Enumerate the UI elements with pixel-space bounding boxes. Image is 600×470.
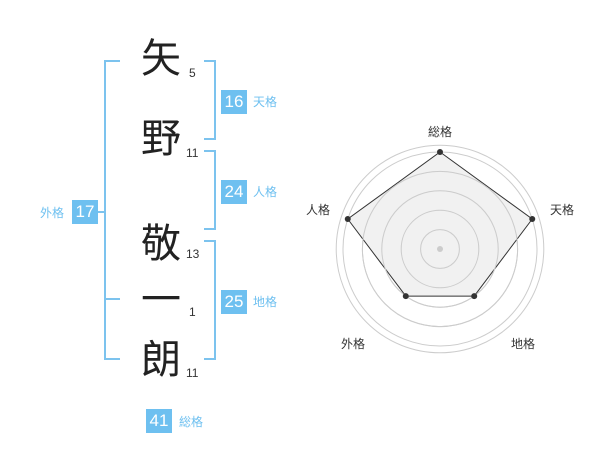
- name-char-3: 敬: [141, 221, 181, 267]
- tenkaku-label: 天格: [253, 95, 278, 109]
- radar-axis-label-jinkaku: 人格: [306, 203, 331, 217]
- radar-grid-circle-inner: [400, 209, 480, 289]
- gaikaku-connector: [96, 211, 106, 213]
- chikaku-bracket-top: [204, 240, 216, 242]
- jinkaku-label: 人格: [253, 185, 278, 199]
- radar-data-polygon: [347, 151, 533, 297]
- tenkaku-value: 16: [221, 90, 247, 114]
- stroke-count-5: 11: [186, 366, 199, 380]
- stroke-count-3: 13: [186, 247, 200, 261]
- gaikaku-bracket-mid: [104, 298, 120, 300]
- jinkaku-bracket-bottom: [204, 228, 216, 230]
- radar-grid-circle-inner: [361, 170, 519, 328]
- radar-grid-circle: [335, 144, 545, 354]
- name-char-4: 一: [141, 277, 181, 323]
- chikaku-value: 25: [221, 290, 247, 314]
- name-char-2: 野: [141, 116, 181, 162]
- chikaku-label: 地格: [253, 295, 278, 309]
- tenkaku-bracket-bottom: [204, 138, 216, 140]
- radar-axis-label-gaikaku: 外格: [341, 337, 366, 351]
- gaikaku-label: 外格: [40, 206, 65, 220]
- stroke-count-1: 5: [189, 66, 196, 80]
- gaikaku-bracket-top: [104, 60, 120, 62]
- jinkaku-value: 24: [221, 180, 247, 204]
- gaikaku-bracket-bottom: [104, 358, 120, 360]
- radar-axis-label-soukaku: 総格: [428, 125, 453, 139]
- stroke-count-2: 11: [186, 146, 199, 160]
- radar-point-1: [437, 149, 443, 155]
- jinkaku-bracket-vertical: [214, 150, 216, 230]
- gaikaku-value: 17: [72, 200, 98, 224]
- tenkaku-bracket-vertical: [214, 60, 216, 140]
- radar-axis-label-chikaku: 地格: [511, 337, 536, 351]
- radar-center-dot: [437, 246, 443, 252]
- radar-point-4: [402, 293, 409, 300]
- radar-point-2: [529, 216, 536, 223]
- name-char-1: 矢: [141, 36, 181, 82]
- stroke-count-4: 1: [189, 305, 196, 319]
- soukaku-label: 総格: [179, 415, 204, 429]
- radar-axis-label-tenkaku: 天格: [550, 203, 575, 217]
- jinkaku-bracket-top: [204, 150, 216, 152]
- chikaku-bracket-vertical: [214, 240, 216, 360]
- soukaku-value: 41: [146, 409, 172, 433]
- radar-point-5: [344, 216, 351, 223]
- tenkaku-bracket-top: [204, 60, 216, 62]
- chikaku-bracket-bottom: [204, 358, 216, 360]
- radar-grid-circle-inner: [381, 190, 499, 308]
- radar-grid-circle-inner: [420, 229, 460, 269]
- radar-point-3: [471, 293, 478, 300]
- gaikaku-bracket-vertical: [104, 60, 106, 360]
- name-char-5: 朗: [141, 337, 181, 383]
